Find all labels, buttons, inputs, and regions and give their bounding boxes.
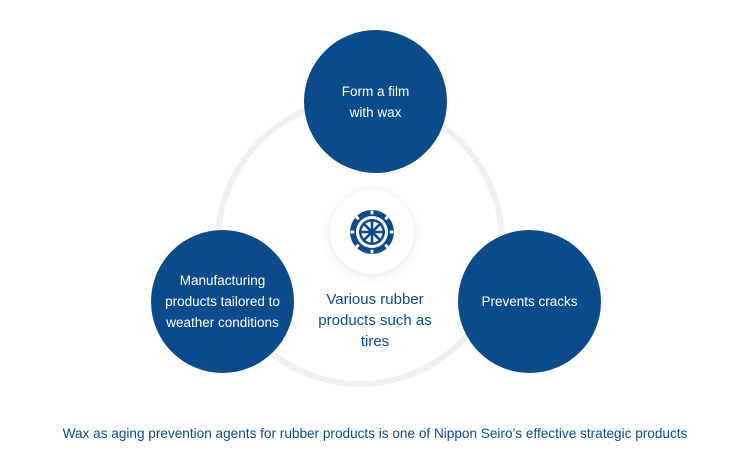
node-manufacturing-label: Manufacturing products tailored to weath…: [165, 273, 280, 330]
node-prevents-cracks-label: Prevents cracks: [481, 294, 578, 309]
node-prevents-cracks: Prevents cracks: [458, 230, 601, 373]
caption: Wax as aging prevention agents for rubbe…: [62, 426, 688, 441]
tire-icon: [330, 190, 414, 274]
node-manufacturing: Manufacturing products tailored to weath…: [151, 230, 294, 373]
node-form-film-label: Form a film with wax: [341, 83, 410, 120]
center-label: Various rubber products such as tires: [290, 289, 460, 352]
node-form-film: Form a film with wax: [304, 30, 447, 173]
center-label-text: Various rubber products such as tires: [318, 291, 432, 350]
